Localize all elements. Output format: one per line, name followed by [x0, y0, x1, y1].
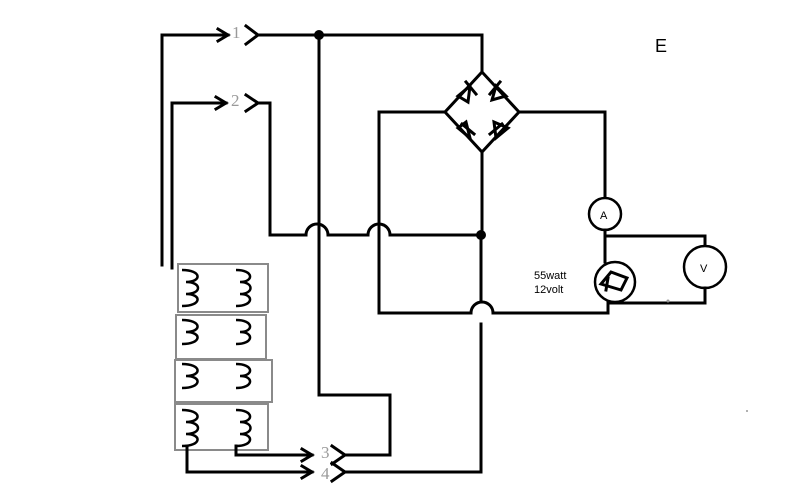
wire-bridge-right-out [517, 110, 607, 200]
terminal-1-label: 1 [232, 23, 241, 42]
terminal-3-label: 3 [321, 443, 330, 462]
stray-dot [666, 299, 670, 303]
terminal-3: 3 [234, 443, 348, 467]
lamp [593, 260, 637, 304]
voltmeter: V [682, 244, 728, 290]
diagram-label-e: E [655, 36, 667, 56]
terminal-4: 4 [185, 444, 348, 484]
terminal-4-label: 4 [321, 464, 330, 483]
ammeter-label: A [600, 210, 608, 222]
diode-bottom-right [487, 119, 511, 141]
wire-to-terminal-3 [317, 33, 392, 457]
ammeter: A [587, 196, 623, 232]
diode-top-right [487, 79, 509, 103]
diode-bottom-left [455, 119, 477, 143]
diode-top-left [455, 79, 479, 105]
terminal-2: 2 [170, 91, 261, 270]
lamp-voltage-rating: 12volt [534, 284, 563, 296]
terminal-1: 1 [160, 23, 261, 267]
wire-terminal-2 [256, 101, 483, 237]
stray-dot-2 [746, 410, 748, 412]
bridge-rectifier [442, 69, 522, 155]
wire-top-bus [256, 33, 484, 74]
wire-to-terminal-4 [343, 233, 483, 474]
wire-to-voltmeter-top [603, 234, 707, 248]
terminal-2-label: 2 [231, 91, 240, 110]
lamp-power-rating: 55watt [534, 270, 566, 282]
transformer-coils [174, 263, 273, 451]
wire-bridge-left-out [377, 110, 610, 315]
wire-voltmeter-bottom [608, 286, 707, 305]
voltmeter-label: V [700, 263, 708, 275]
